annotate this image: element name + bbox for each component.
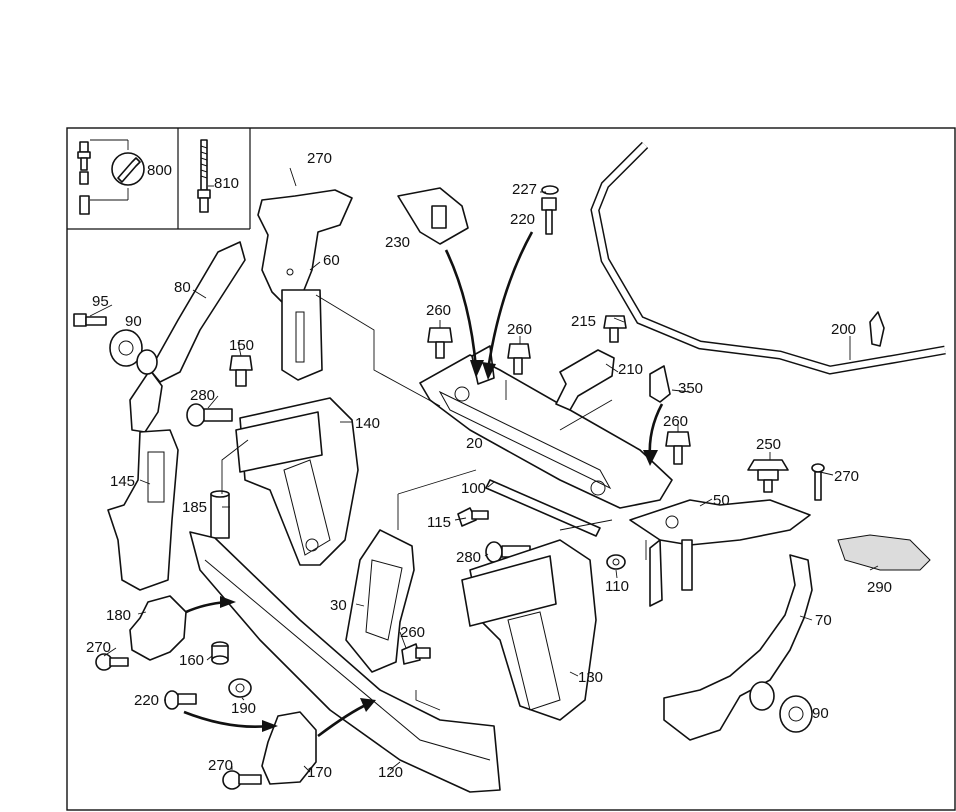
clip-350	[649, 365, 671, 403]
callout-140: 140	[355, 415, 380, 432]
callout-90a: 90	[125, 313, 142, 330]
callout-250: 250	[756, 436, 781, 453]
callout-95: 95	[92, 293, 109, 310]
ring-227	[541, 185, 559, 195]
rail-80	[129, 241, 246, 433]
crash-box-140	[235, 397, 359, 566]
callout-170: 170	[307, 764, 332, 781]
callout-145: 145	[110, 473, 135, 490]
sensor-230	[397, 187, 469, 245]
callout-150: 150	[229, 337, 254, 354]
bolt-220-top	[541, 197, 557, 235]
nut-110	[606, 554, 626, 570]
callout-260a: 260	[426, 302, 451, 319]
callout-215: 215	[571, 313, 596, 330]
bracket-145	[107, 429, 179, 591]
callout-270a: 270	[307, 150, 332, 167]
legend-800-label: 800	[147, 162, 172, 179]
long-bolt-810-icon	[197, 139, 214, 213]
bracket-170	[261, 711, 317, 785]
callout-labels: 800 810 270 60 80 95 90 150 280 140 145 …	[86, 150, 892, 781]
bolt-270-right	[811, 463, 825, 501]
fastener-190	[228, 678, 252, 698]
callout-270b: 270	[834, 468, 859, 485]
bolt-260-d	[401, 643, 431, 665]
bushing-90-left	[109, 329, 158, 375]
callout-130: 130	[578, 669, 603, 686]
callout-180: 180	[106, 607, 131, 624]
callout-270c: 270	[86, 639, 111, 656]
callout-90b: 90	[812, 705, 829, 722]
bolt-150	[229, 355, 253, 387]
bracket-180	[129, 595, 187, 661]
legend-810-label: 810	[214, 175, 239, 192]
assembly-arrows	[183, 231, 664, 738]
callout-30: 30	[330, 597, 347, 614]
callout-80: 80	[174, 279, 191, 296]
nut-160	[211, 641, 229, 665]
callout-220a: 220	[510, 211, 535, 228]
legend-panel	[67, 128, 251, 230]
callout-260c: 260	[663, 413, 688, 430]
callout-270d: 270	[208, 757, 233, 774]
strip-100	[485, 479, 601, 537]
leader-lines	[89, 167, 879, 773]
bolt-115	[457, 507, 489, 527]
callout-200: 200	[831, 321, 856, 338]
bolt-260-b	[507, 343, 531, 375]
bracket-210	[555, 349, 615, 411]
callout-110: 110	[605, 578, 629, 595]
cover-290	[837, 534, 931, 571]
callout-185: 185	[182, 499, 207, 516]
bolt-280-left	[186, 403, 233, 427]
bolt-260-c	[665, 431, 691, 465]
bracket-60	[257, 189, 353, 381]
bolt-220-bottom	[164, 690, 197, 710]
bolt-95	[73, 313, 107, 327]
callout-20: 20	[466, 435, 483, 452]
callout-260b: 260	[507, 321, 532, 338]
callout-280b: 280	[456, 549, 481, 566]
callout-100: 100	[461, 480, 486, 497]
bolt-260-a	[427, 327, 453, 359]
callout-190: 190	[231, 700, 256, 717]
bracket-30	[345, 529, 415, 673]
crash-box-130	[461, 539, 597, 721]
diagram-frame	[66, 127, 956, 811]
bushing-90-right	[749, 681, 813, 733]
callout-60: 60	[323, 252, 340, 269]
bracket-70	[663, 554, 813, 741]
bumper-beam-120	[189, 531, 501, 793]
nut-250	[747, 459, 789, 493]
callout-50: 50	[713, 492, 730, 509]
bolt-270-bottom	[222, 770, 262, 790]
bolt-215	[603, 315, 627, 343]
callout-115: 115	[427, 514, 451, 531]
callout-210: 210	[618, 361, 643, 378]
tool-kit-800-icon	[77, 139, 145, 215]
bracket-50	[629, 499, 811, 607]
callout-120: 120	[378, 764, 403, 781]
spacer-185	[210, 490, 230, 539]
callout-220b: 220	[134, 692, 159, 709]
callout-290: 290	[867, 579, 892, 596]
callout-230: 230	[385, 234, 410, 251]
callout-260d: 260	[400, 624, 425, 641]
bolt-280-right	[485, 541, 531, 563]
callout-280a: 280	[190, 387, 215, 404]
callout-227: 227	[512, 181, 537, 198]
cable-200	[590, 141, 946, 375]
bolt-270-lower-left	[95, 653, 129, 671]
callout-350: 350	[678, 380, 703, 397]
callout-160: 160	[179, 652, 204, 669]
callout-70: 70	[815, 612, 832, 629]
